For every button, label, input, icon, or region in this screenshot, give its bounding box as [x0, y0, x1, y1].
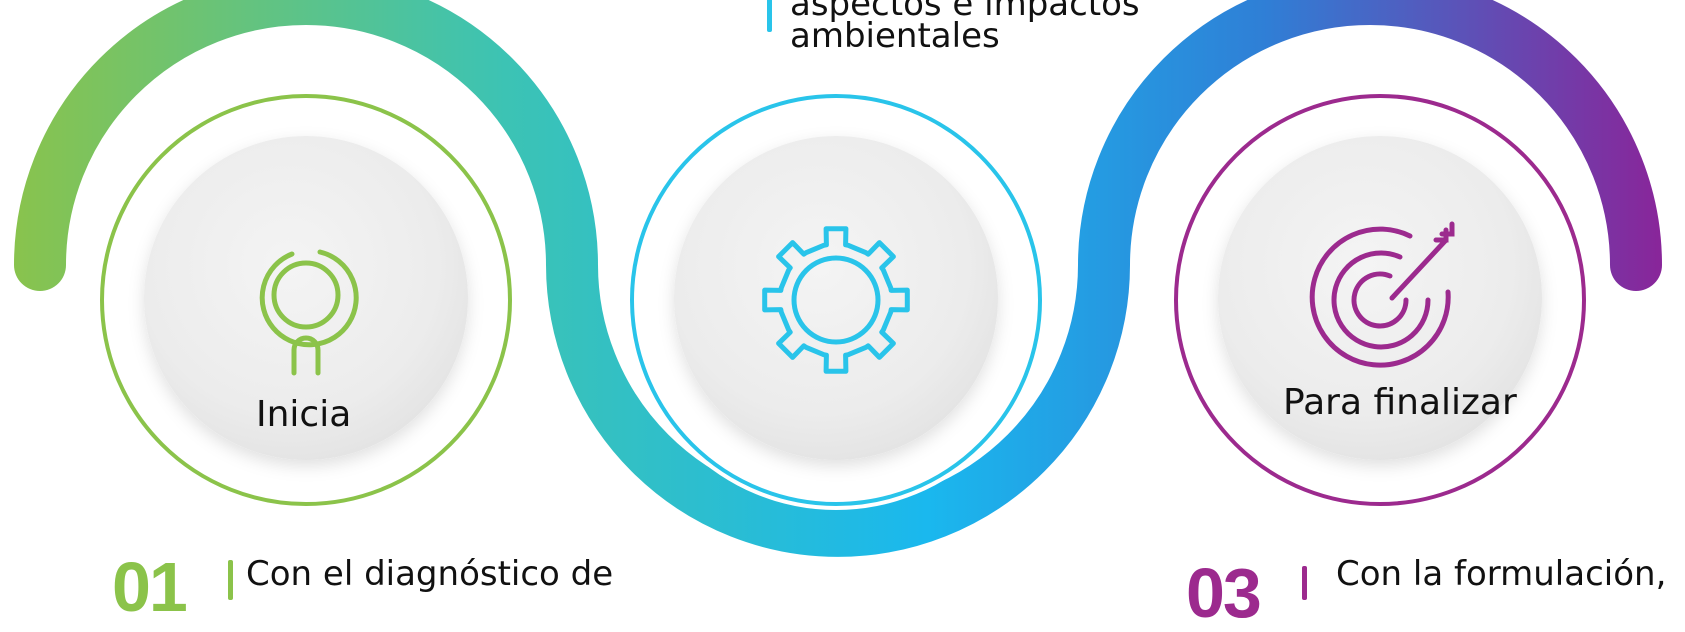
step-3-circle	[1170, 90, 1590, 510]
step-1-text: Con el diagnóstico de	[246, 554, 614, 594]
step-3-text: Con la formulación,	[1336, 554, 1667, 594]
step-2-text-line-1: aspectos e impactos	[790, 0, 1140, 24]
step-2-text-line-2: ambientales	[790, 16, 1000, 56]
gear-icon	[762, 226, 910, 374]
process-diagram	[14, 0, 1662, 557]
wave-ribbon	[14, 0, 1662, 557]
step-1-accent-bar	[228, 560, 233, 600]
step-1-circle	[96, 90, 516, 510]
step-3-title: Para finalizar	[1283, 382, 1517, 423]
step-1-title: Inicia	[256, 394, 352, 435]
step-3-number: 03	[1186, 554, 1262, 632]
step-2-circle	[626, 90, 1046, 510]
magnifier-person-icon	[259, 249, 359, 376]
step-3-accent-bar	[1302, 566, 1307, 600]
step-2-accent-bar	[767, 0, 772, 32]
step-1-number: 01	[112, 548, 188, 626]
target-icon	[1309, 221, 1455, 368]
